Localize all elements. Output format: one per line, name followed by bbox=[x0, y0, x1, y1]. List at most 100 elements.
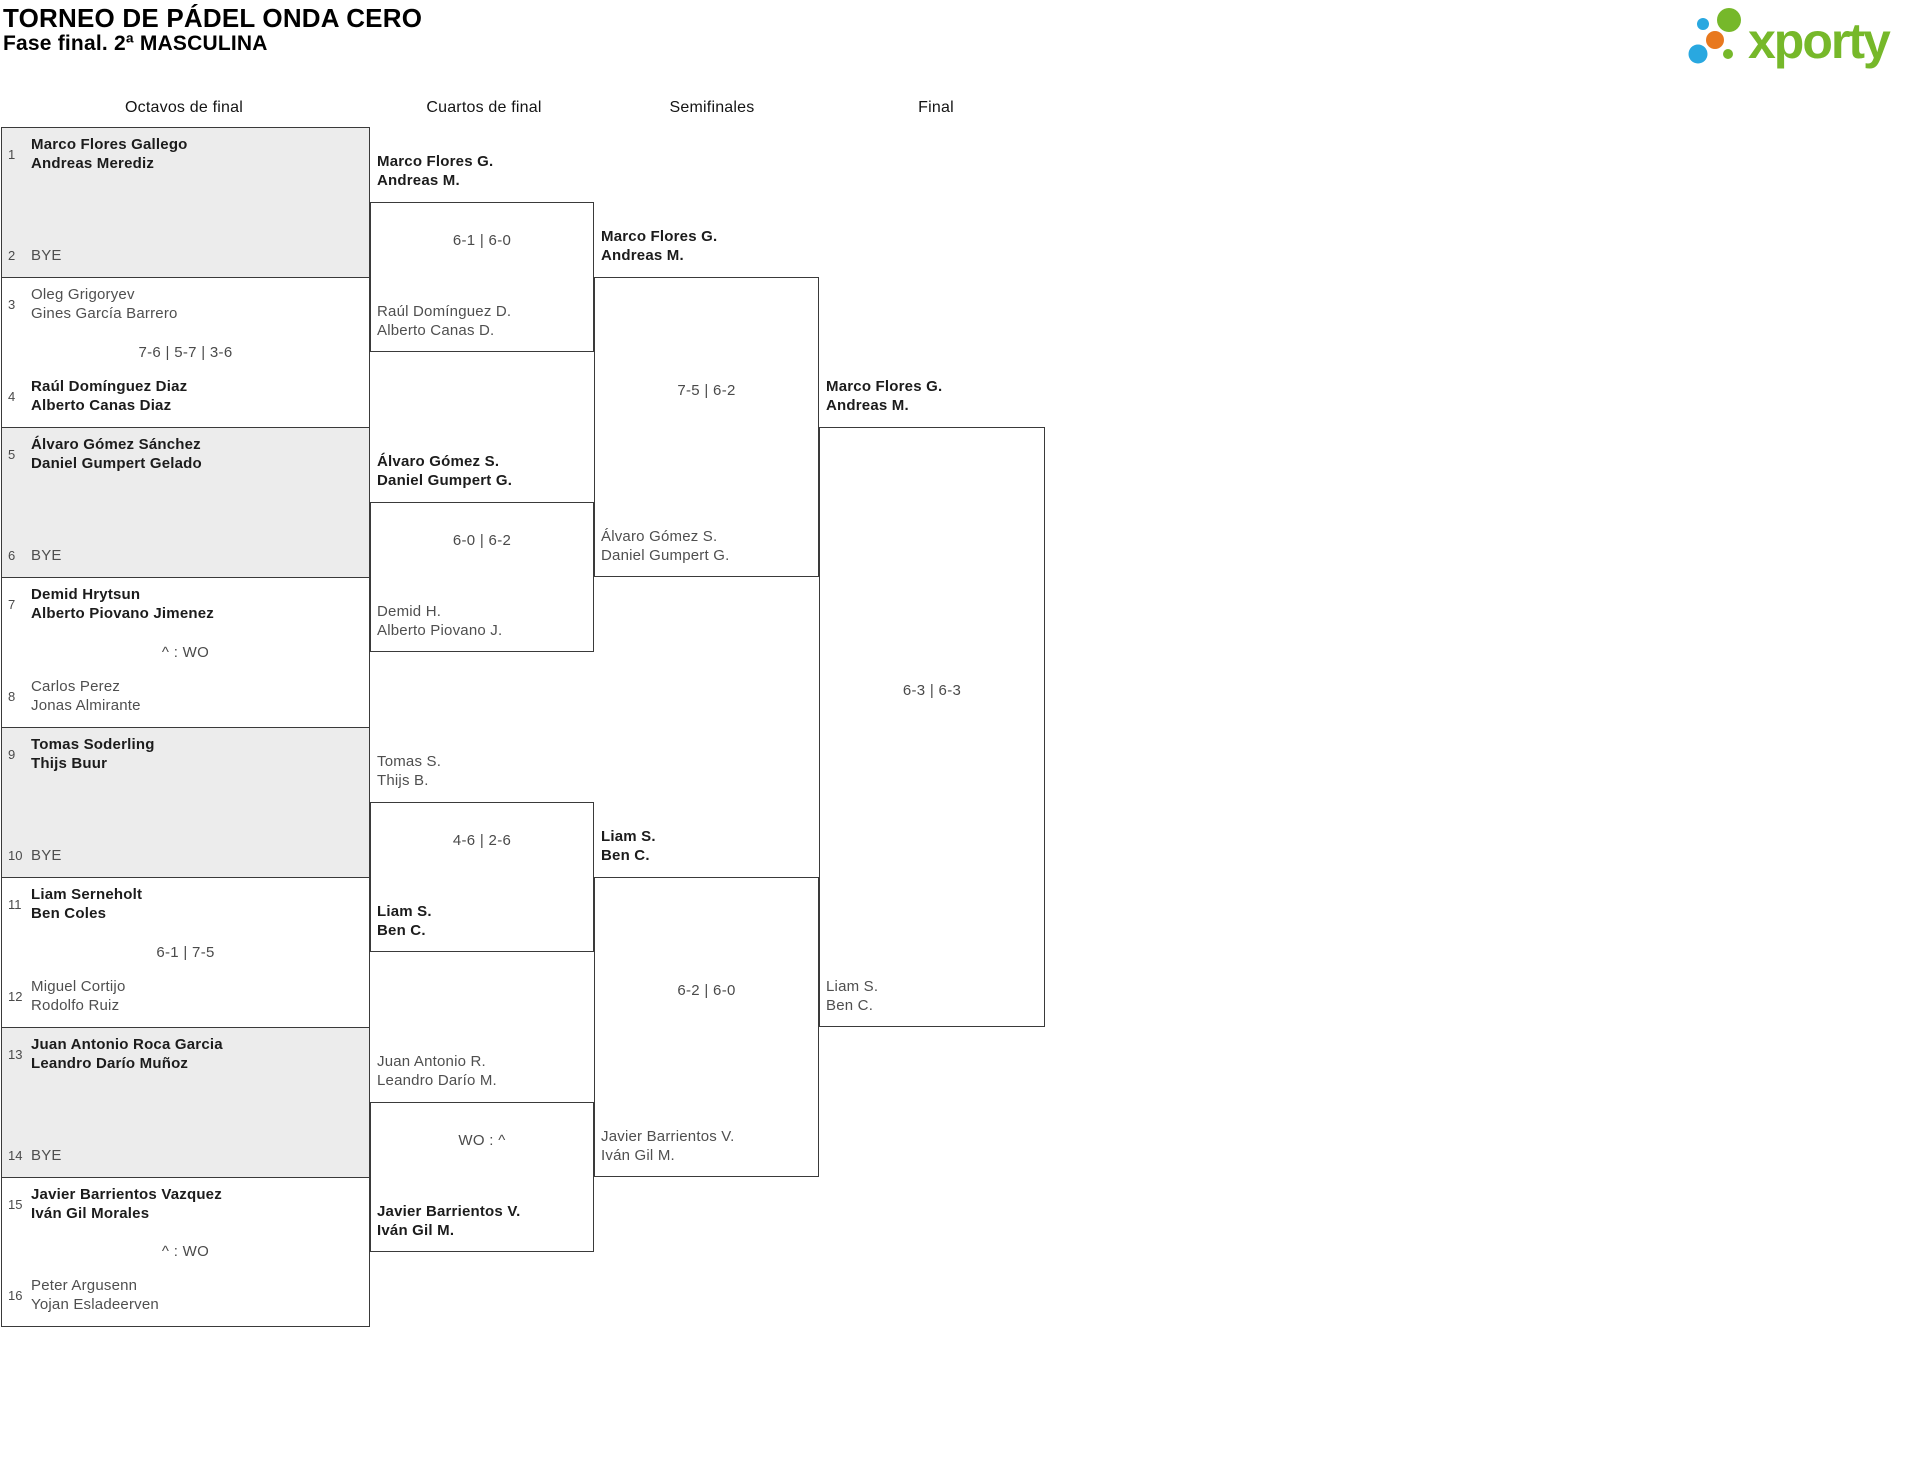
team-name-line: BYE bbox=[31, 247, 62, 264]
match-box-sf-2: 6-2 | 6-0 bbox=[594, 877, 819, 1177]
seed-number: 10 bbox=[8, 848, 23, 863]
team-name-line: Andreas M. bbox=[601, 247, 684, 264]
match-score: 6-1 | 6-0 bbox=[452, 232, 512, 249]
team-name-line: Andreas M. bbox=[377, 172, 460, 189]
seed-number: 9 bbox=[8, 746, 16, 762]
team-name-line: Yojan Esladeerven bbox=[31, 1296, 159, 1313]
team-name-line: Marco Flores G. bbox=[601, 228, 718, 245]
team-name-line: Rodolfo Ruiz bbox=[31, 997, 120, 1014]
team-name-line: Raúl Domínguez Diaz bbox=[31, 378, 188, 395]
team-name-line: Liam S. bbox=[601, 828, 656, 845]
team-label-qf3-top: Tomas S.Thijs B. bbox=[377, 752, 441, 790]
seed-number: 14 bbox=[8, 1148, 23, 1163]
seed-number: 6 bbox=[8, 548, 16, 563]
logo-wordmark: xporty bbox=[1748, 13, 1891, 69]
team-label-qf1-bottom: Raúl Domínguez D. Alberto Canas D. bbox=[377, 302, 511, 340]
team-label-sf1-top: Marco Flores G. Andreas M. bbox=[601, 227, 717, 265]
team-name-line: Demid Hrytsun bbox=[31, 586, 141, 603]
seed-number: 12 bbox=[8, 988, 23, 1004]
seed-number: 7 bbox=[8, 596, 16, 612]
team-name-line: Ben C. bbox=[601, 847, 650, 864]
team-name-line: Juan Antonio Roca Garcia bbox=[31, 1036, 223, 1053]
team-name-line: Ben C. bbox=[377, 922, 426, 939]
team-label-f1-top: Marco Flores G. Andreas M. bbox=[826, 377, 942, 415]
team-label-sf2-bottom: Javier Barrientos V. Iván Gil M. bbox=[601, 1127, 735, 1165]
team-name-line: Javier Barrientos V. bbox=[377, 1203, 521, 1220]
team-name-line: Marco Flores Gallego bbox=[31, 136, 188, 153]
match-box-qf-4: WO : ^ bbox=[370, 1102, 594, 1252]
team-entry: 14 BYE bbox=[6, 1146, 361, 1165]
team-label-qf2-top: Álvaro Gómez S.Daniel Gumpert G. bbox=[377, 452, 512, 490]
seed-number: 1 bbox=[8, 146, 16, 162]
team-entry: 6 BYE bbox=[6, 546, 361, 565]
match-score: 6-0 | 6-2 bbox=[452, 532, 512, 549]
seed-number: 8 bbox=[8, 688, 16, 704]
team-name-line: BYE bbox=[31, 547, 62, 564]
team-name-line: Miguel Cortijo bbox=[31, 978, 126, 995]
match-score: ^ : WO bbox=[161, 643, 210, 661]
team-name-line: Ben C. bbox=[826, 997, 874, 1014]
team-name-line: Iván Gil Morales bbox=[31, 1205, 150, 1222]
team-name-line: Marco Flores G. bbox=[826, 378, 943, 395]
logo-dot-small-green bbox=[1723, 49, 1733, 59]
match-score: WO : ^ bbox=[458, 1132, 506, 1149]
seed-number: 13 bbox=[8, 1046, 23, 1062]
match-score: 6-3 | 6-3 bbox=[902, 682, 962, 699]
team-name: BYE bbox=[31, 1146, 62, 1165]
team-label-qf1-top: Marco Flores G. Andreas M. bbox=[377, 152, 493, 190]
seed-number: 11 bbox=[8, 896, 22, 912]
logo-dot-big-blue bbox=[1688, 44, 1708, 64]
match-box-qf-3: 4-6 | 2-6 bbox=[370, 802, 594, 952]
team-name-line: Leandro Darío Muñoz bbox=[31, 1055, 189, 1072]
xporty-logo: xporty bbox=[1688, 8, 1893, 69]
team-name-line: Raúl Domínguez D. bbox=[377, 303, 512, 320]
seed-number: 15 bbox=[8, 1196, 23, 1212]
team-name-line: Álvaro Gómez S. bbox=[601, 528, 718, 545]
team-label-qf4-top: Juan Antonio R.Leandro Darío M. bbox=[377, 1052, 497, 1090]
team-name-line: Iván Gil M. bbox=[601, 1147, 675, 1164]
team-name-line: Liam S. bbox=[377, 903, 432, 920]
team-name: BYE bbox=[31, 246, 62, 265]
team-name-line: Peter Argusenn bbox=[31, 1277, 138, 1294]
match-box-f-1: 6-3 | 6-3 bbox=[819, 427, 1045, 1027]
team-name-line: Marco Flores G. bbox=[377, 153, 494, 170]
team-name-line: Andreas M. bbox=[826, 397, 909, 414]
team-name-line: Alberto Canas D. bbox=[377, 322, 495, 339]
team-name-line: Thijs B. bbox=[377, 772, 429, 789]
team-label-sf1-bottom: Álvaro Gómez S.Daniel Gumpert G. bbox=[601, 527, 729, 565]
seed-number: 5 bbox=[8, 446, 16, 462]
seed-number: 16 bbox=[8, 1287, 23, 1303]
team-name-line: Ben Coles bbox=[31, 905, 107, 922]
team-name-line: Alberto Canas Diaz bbox=[31, 397, 172, 414]
team-label-qf3-bottom: Liam S. Ben C. bbox=[377, 902, 432, 940]
match-score: ^ : WO bbox=[161, 1243, 210, 1260]
match-score: 6-2 | 6-0 bbox=[677, 982, 736, 999]
team-name-line: Javier Barrientos V. bbox=[601, 1128, 735, 1145]
team-name-line: BYE bbox=[31, 1147, 62, 1164]
round-header-octavos: Octavos de final bbox=[125, 99, 243, 116]
team-name-line: Daniel Gumpert Gelado bbox=[31, 455, 202, 472]
team-label-qf2-bottom: Demid H.Alberto Piovano J. bbox=[377, 602, 502, 640]
